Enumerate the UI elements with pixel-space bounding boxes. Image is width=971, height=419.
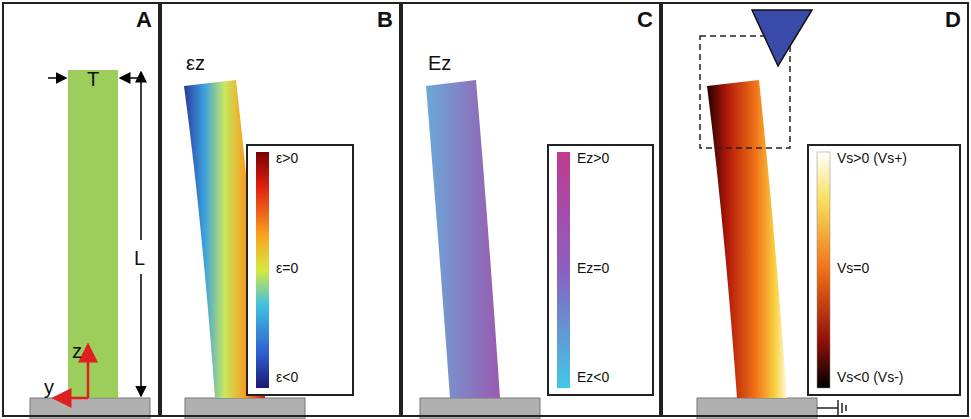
panel-letter: A [136,8,152,32]
field-beam [426,80,500,398]
figure-panel: D [661,2,969,417]
legend-label: Ez=0 [577,261,609,276]
axis-label: z [72,340,82,362]
ground-symbol [845,405,847,411]
legend-label: ε=0 [276,261,298,276]
ground-symbol [837,400,839,416]
legend-box [808,145,960,395]
legend-label: Vs=0 [837,261,869,276]
beam [68,70,118,398]
potential-beam [707,80,787,398]
axis-label: y [44,376,54,398]
legend-bar [256,152,269,388]
thickness-arrow [120,77,140,79]
dimension-label: L [134,247,145,269]
legend-bar [557,152,570,388]
legend-box [548,145,653,395]
legend-label: ε<0 [276,370,298,385]
y-axis [54,397,88,400]
legend-label: Ez<0 [577,370,609,385]
panel-letter: D [945,8,961,32]
ground-symbol [841,403,843,413]
length-arrow [140,274,142,396]
legend-label: Ez>0 [577,151,609,166]
legend-label: ε>0 [276,151,298,166]
legend-label: Vs<0 (Vs-) [837,370,904,385]
length-arrow [140,72,142,240]
legend-label: Vs>0 (Vs+) [837,151,907,166]
legend-box [247,145,353,395]
probe-tip [752,10,812,66]
ground-wire [817,407,838,409]
dimension-label: T [87,68,99,90]
panel-letter: C [637,8,653,32]
panel-letter: B [377,8,393,32]
z-axis [87,345,90,398]
thickness-arrow [48,77,66,79]
field-symbol: Ez [428,52,451,74]
field-symbol: εz [186,52,205,74]
legend-bar [817,152,830,388]
